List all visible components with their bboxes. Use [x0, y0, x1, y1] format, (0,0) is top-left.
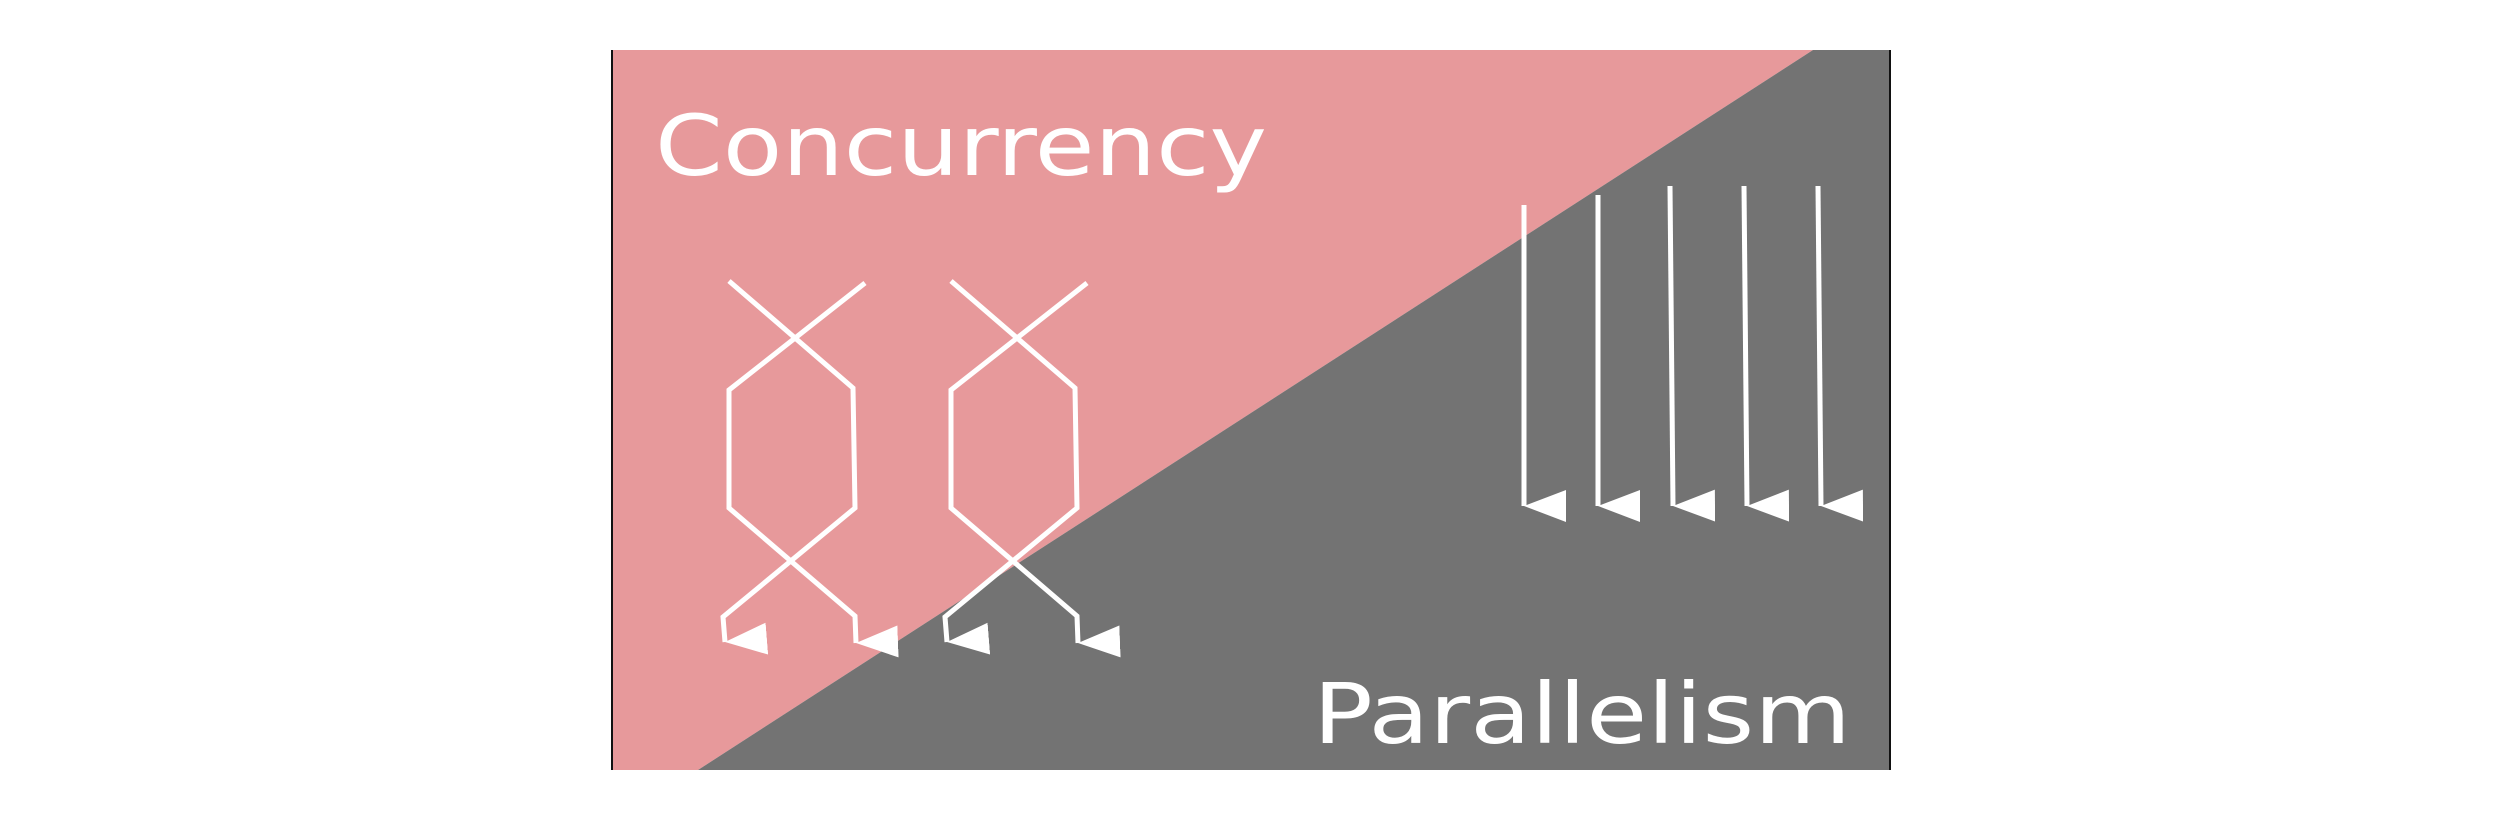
parallelism-region [698, 50, 1890, 770]
parallel-thread-4 [1741, 185, 1790, 522]
parallel-thread-5 [1815, 185, 1864, 522]
parallel-thread-3 [1667, 185, 1716, 522]
concurrency-task-1 [720, 279, 899, 658]
concurrency-label: Concurrency [655, 97, 1267, 195]
parallel-threads [1521, 185, 1864, 522]
concurrency-task-2 [942, 279, 1121, 658]
task-2-path-a [942, 279, 1080, 655]
task-1-path-a [720, 279, 858, 655]
task-1-path-b [726, 281, 899, 658]
concurrency-region [612, 50, 1813, 770]
parallelism-label: Parallelism [1313, 665, 1851, 763]
task-2-path-b [948, 281, 1121, 658]
